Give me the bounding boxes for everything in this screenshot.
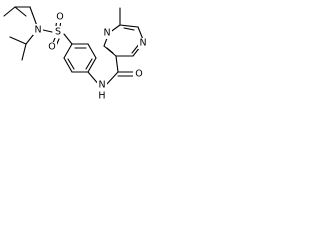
bond-n-s [42,29,53,33]
bond-ipr1-n [29,6,38,27]
amine-n-atom: N [33,24,43,36]
bond-carbonyl-pyrazine [115,55,119,73]
bond-ipr1-ch3b [14,6,27,17]
sulfonyl-oxygen-bottom-label: O [48,42,55,53]
bond-benzene-5 [63,57,73,73]
amine-n-label: N [34,25,41,36]
sulfur-label: S [55,27,61,38]
bond-ipr2-ch3b [21,43,27,61]
bond-benzene-3 [87,57,97,73]
bond-lines [3,6,145,87]
bond-pyrazine-inner-2 [123,27,135,31]
atom-labels: N S O O N N N H O [33,12,148,102]
sulfur-atom: S [53,26,63,38]
bond-benzene-2 [87,43,97,59]
sulfonyl-oxygen-bottom-atom: O [47,42,57,53]
pyrazine-n-top-label: N [103,28,110,39]
bond-s-aryl [63,33,73,45]
carbonyl-oxygen-label: O [135,69,142,80]
bond-ipr1-ch3a [3,6,16,17]
chemical-structure-diagram: N S O O N N N H O [3,6,148,102]
bond-benzene-6 [63,43,73,59]
bond-nh-carbonyl-c [105,71,119,86]
bond-benzene-inner-2 [85,58,93,70]
pyrazine-n-bottom-atom: N [138,38,148,49]
amide-h-label: H [98,91,105,102]
bond-ipr2-ch3a [9,36,27,45]
carbonyl-oxygen-atom: O [133,68,144,80]
sulfonyl-oxygen-top-label: O [56,12,63,23]
bond-pyrazine-4 [119,24,139,28]
amide-nh-atom: N H [97,80,107,102]
bond-pyrazine-inner-1 [106,47,114,54]
pyrazine-n-top-atom: N [102,28,112,39]
bond-ipr2-n [25,33,35,45]
bond-benzene-inner-3 [67,58,75,70]
pyrazine-n-bottom-label: N [139,38,146,49]
amide-n-label: N [98,80,105,91]
sulfonyl-oxygen-top-atom: O [55,12,65,23]
